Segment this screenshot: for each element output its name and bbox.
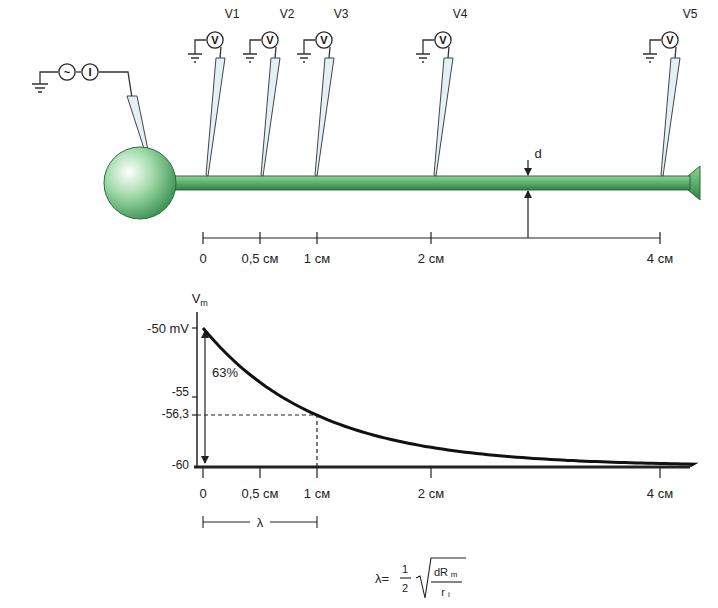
meter-symbol: V: [211, 35, 218, 46]
axis-value: -55: [172, 386, 189, 398]
scale-value: 1 см: [304, 252, 330, 265]
meter-circle: V: [661, 31, 679, 49]
meter-circle: V: [261, 31, 279, 49]
diameter-label: d: [534, 147, 541, 160]
axis-value: 0,5 см: [241, 487, 278, 500]
soma: [104, 147, 176, 219]
meter-circle: V: [206, 31, 224, 49]
ground-symbol: [643, 40, 661, 62]
axis-value: -50 mV: [147, 322, 189, 335]
lambda-label: λ: [257, 516, 264, 529]
formula: m: [451, 571, 458, 579]
scale-bar: [203, 232, 660, 244]
recording-pipette: [261, 58, 280, 176]
scale-value: 4 см: [647, 252, 673, 265]
diameter-marker: [527, 160, 528, 238]
scale-value: 2 см: [418, 252, 444, 265]
meter-circle: V: [434, 31, 452, 49]
ground-symbol: [243, 40, 261, 62]
wire: [675, 47, 676, 58]
axis-value: 0: [199, 487, 206, 500]
axis-value: -60: [172, 459, 189, 471]
axis-value: -56,3: [162, 408, 189, 420]
scale-value: 0: [199, 252, 206, 265]
recording-pipette: [206, 58, 225, 176]
meter-circle: I: [81, 63, 99, 81]
ground-symbol: [416, 40, 434, 62]
voltmeter-label: V5: [683, 8, 698, 20]
axis-value: 1 см: [304, 487, 330, 500]
voltmeter-label: V3: [334, 8, 349, 20]
decay-curve: [203, 328, 693, 466]
guide-lines: [197, 415, 317, 466]
voltmeter-label: V1: [225, 8, 240, 20]
meter-symbol: V: [439, 35, 446, 46]
meter-symbol: V: [666, 35, 673, 46]
axis-subscript: m: [200, 299, 208, 308]
recording-pipette: [315, 58, 334, 176]
meter-symbol: V: [266, 35, 273, 46]
axis-value: 2 см: [418, 487, 444, 500]
wire: [448, 47, 449, 58]
wire: [220, 47, 221, 58]
ground-symbol: [188, 40, 206, 62]
formula: λ=: [375, 572, 389, 585]
graph-axes: [192, 312, 690, 478]
formula: 1: [402, 564, 408, 575]
percent-arrow: [204, 331, 205, 463]
recording-pipette: [434, 58, 453, 176]
formula-lines: [400, 558, 466, 598]
recording-pipette: [661, 58, 680, 176]
scale-value: 0,5 см: [241, 252, 278, 265]
wire: [275, 47, 276, 58]
axon: [166, 176, 690, 190]
meter-symbol: V: [320, 35, 327, 46]
formula: dR: [434, 567, 448, 578]
lambda-bracket: [203, 516, 317, 528]
wire: [76, 71, 81, 72]
ground-symbol: [297, 40, 315, 62]
wire: [329, 47, 330, 58]
formula: r: [441, 587, 445, 598]
meter-circle: V: [315, 31, 333, 49]
meter-symbol: ~: [64, 67, 70, 78]
meter-circle: ~: [58, 63, 76, 81]
axis-label: V: [192, 292, 201, 305]
axis-value: 4 см: [647, 487, 673, 500]
stimulus-wires: [32, 72, 132, 98]
formula: 2: [402, 583, 408, 594]
voltmeter-label: V4: [453, 8, 468, 20]
recording-electrodes: [188, 40, 680, 176]
meter-symbol: I: [88, 67, 91, 78]
voltmeter-label: V2: [280, 8, 295, 20]
formula: i: [448, 591, 450, 599]
percent-label: 63%: [212, 366, 238, 379]
